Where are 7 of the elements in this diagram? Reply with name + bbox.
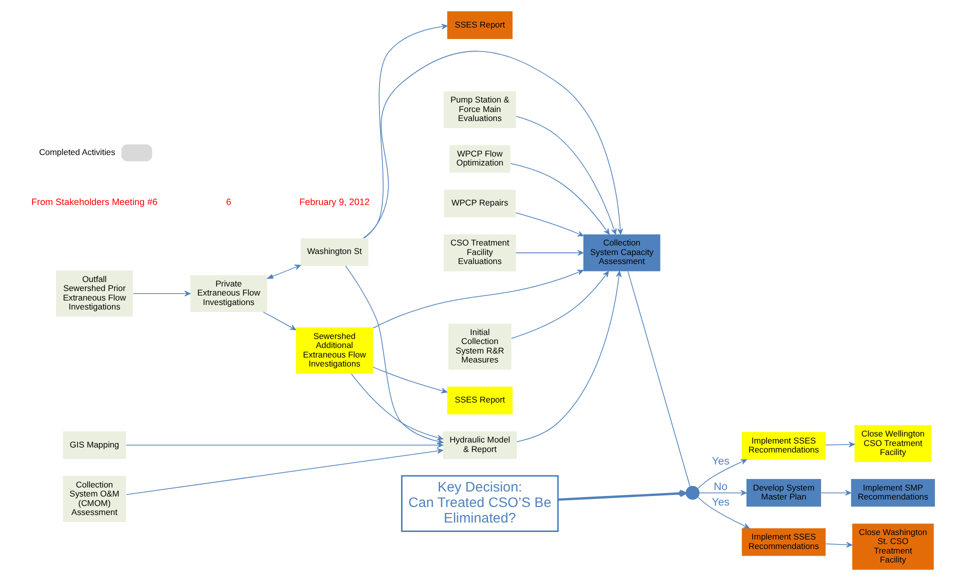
label: 6	[226, 197, 232, 208]
label: From Stakeholders Meeting #6	[31, 197, 158, 208]
label: February 9, 2012	[299, 197, 370, 208]
edge-label: Yes	[712, 496, 730, 508]
legend-label: Completed Activities	[39, 146, 116, 157]
edge-label: Yes	[712, 456, 730, 468]
edge-label: No	[714, 480, 728, 493]
